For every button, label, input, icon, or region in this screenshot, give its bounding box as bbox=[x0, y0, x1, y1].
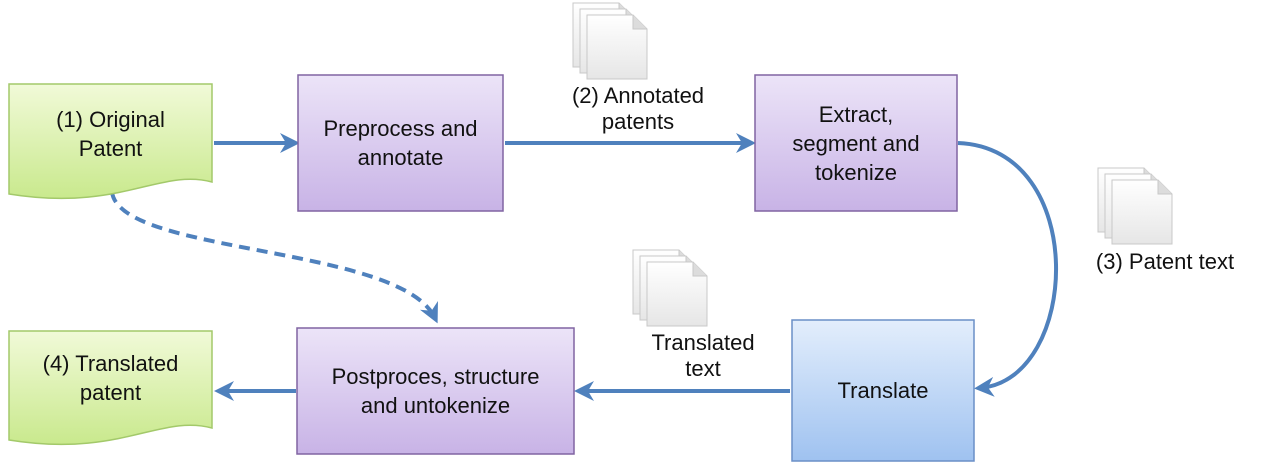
extract-box bbox=[754, 74, 958, 212]
translated-patent-shape bbox=[8, 330, 213, 446]
edge-original-to-postprocess-dashed bbox=[110, 191, 438, 324]
edge-extract-to-translate bbox=[957, 141, 1058, 397]
preprocess-box bbox=[297, 74, 504, 212]
postprocess-box bbox=[296, 327, 575, 455]
original-patent-shape bbox=[8, 83, 213, 200]
document-stack-icon bbox=[1097, 167, 1173, 245]
annotated-patents-label: (2) Annotated patents bbox=[571, 83, 705, 134]
document-stack-icon bbox=[572, 2, 648, 80]
translated-text-label: Translated text bbox=[651, 330, 755, 381]
translate-box bbox=[791, 319, 975, 462]
patent-text-label: (3) Patent text bbox=[1095, 249, 1235, 274]
document-stack-icon bbox=[632, 249, 708, 327]
